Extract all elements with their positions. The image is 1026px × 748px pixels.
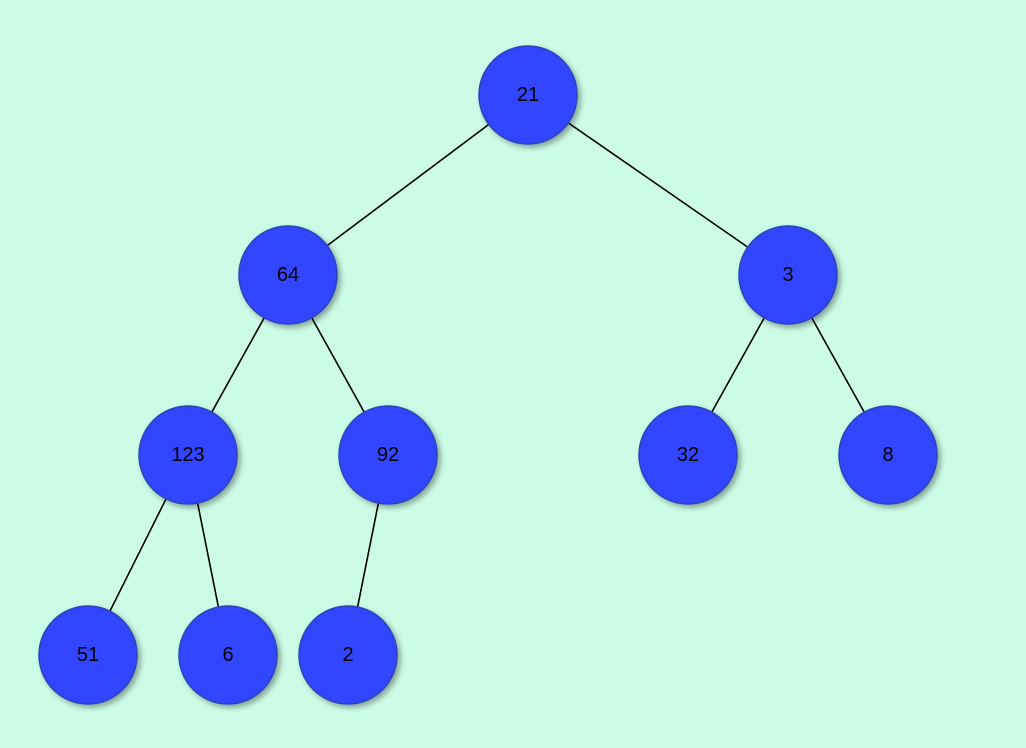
node-label: 64 xyxy=(277,264,299,286)
node-circle xyxy=(298,605,398,705)
node-label: 21 xyxy=(517,84,539,106)
edge-n92-n2 xyxy=(356,502,380,608)
node-label: 51 xyxy=(77,644,99,666)
node-circle xyxy=(138,405,238,505)
edge-n123-n6 xyxy=(196,502,220,608)
node-label: 92 xyxy=(377,444,399,466)
node-circle xyxy=(478,45,578,145)
tree-node-3: 3 xyxy=(738,225,838,325)
node-label: 3 xyxy=(782,264,793,286)
edge-n3-n32 xyxy=(711,317,765,413)
edges xyxy=(109,122,865,612)
edge-n123-n51 xyxy=(109,498,167,612)
node-label: 123 xyxy=(171,444,204,466)
node-circle xyxy=(738,225,838,325)
edge-n64-n123 xyxy=(211,317,265,413)
tree-node-21: 21 xyxy=(478,45,578,145)
node-label: 32 xyxy=(677,444,699,466)
nodes: 21 64 3 123 92 32 8 51 6 2 xyxy=(38,45,938,705)
tree-node-8: 8 xyxy=(838,405,938,505)
tree-node-123: 123 xyxy=(138,405,238,505)
node-circle xyxy=(238,225,338,325)
tree-node-51: 51 xyxy=(38,605,138,705)
node-circle xyxy=(178,605,278,705)
tree-node-32: 32 xyxy=(638,405,738,505)
edge-n21-n64 xyxy=(326,123,490,247)
edge-n3-n8 xyxy=(811,317,865,413)
edge-n64-n92 xyxy=(311,317,365,413)
node-circle xyxy=(638,405,738,505)
node-label: 2 xyxy=(342,644,353,666)
node-circle xyxy=(38,605,138,705)
node-circle xyxy=(838,405,938,505)
tree-node-6: 6 xyxy=(178,605,278,705)
node-circle xyxy=(338,405,438,505)
tree-node-2: 2 xyxy=(298,605,398,705)
tree-node-64: 64 xyxy=(238,225,338,325)
edge-n21-n3 xyxy=(567,122,749,248)
tree-node-92: 92 xyxy=(338,405,438,505)
node-label: 8 xyxy=(882,444,893,466)
node-label: 6 xyxy=(222,644,233,666)
